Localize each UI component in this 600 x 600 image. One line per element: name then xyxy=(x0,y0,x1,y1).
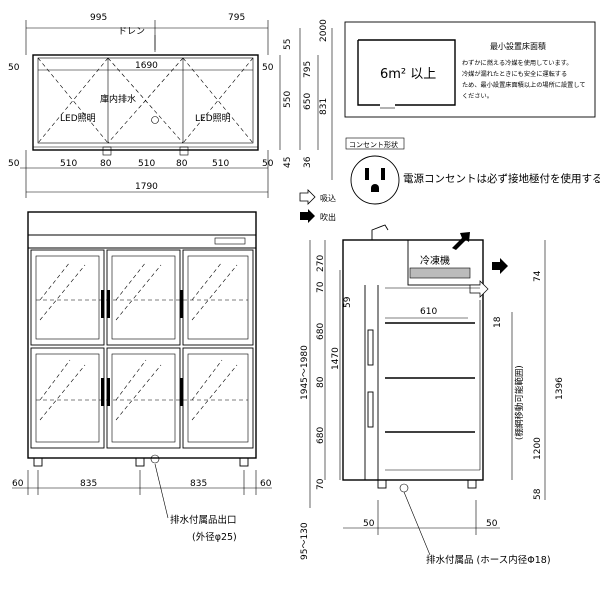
dim-650: 650 xyxy=(303,93,313,110)
dim-2000: 2000 xyxy=(319,19,329,42)
front-dim-60a: 60 xyxy=(12,479,24,489)
exhaust-top-arrow-icon xyxy=(452,232,470,250)
area-note-4: ください。 xyxy=(462,93,493,100)
shelf-range-label: (棚網移動可能範囲) xyxy=(514,365,525,440)
side-dim-74: 74 xyxy=(533,270,543,282)
side-dim-b-50b: 50 xyxy=(486,519,498,529)
side-dim-b-50a: 50 xyxy=(363,519,375,529)
intake-arrow-icon xyxy=(299,189,316,205)
side-dim-680b: 680 xyxy=(316,427,326,444)
legend-exhaust: 吹出 xyxy=(320,212,336,222)
side-dim-270: 270 xyxy=(316,255,326,272)
side-dim-height: 1945～1980 xyxy=(300,345,310,400)
outlet-notice: 電源コンセントは必ず接地極付を使用すること xyxy=(403,172,600,185)
outer-diameter-label: (外径φ25) xyxy=(192,531,237,543)
dim-b-510b: 510 xyxy=(138,159,155,169)
side-dim-18: 18 xyxy=(493,316,503,328)
top-view: 995 795 ドレン 1690 50 50 庫内排水 LED照明 LED照明 … xyxy=(8,13,333,198)
dim-b-80a: 80 xyxy=(100,159,112,169)
dim-b-510a: 510 xyxy=(60,159,77,169)
drain-outlet-label: 排水付属品出口 xyxy=(170,514,237,526)
area-note-1: わずかに燃える冷媒を使用しています。 xyxy=(462,59,572,67)
outlet-label: コンセント形状 xyxy=(349,140,398,149)
area-note-2: 冷媒が漏れたときにも安全に運転する xyxy=(462,70,567,78)
front-view: 60 835 835 60 排水付属品出口 (外径φ25) xyxy=(12,211,272,543)
dim-1690: 1690 xyxy=(135,61,158,71)
dim-b-510c: 510 xyxy=(212,159,229,169)
dim-45: 45 xyxy=(283,157,293,168)
intake-arrow-side-icon xyxy=(469,280,489,298)
dim-55: 55 xyxy=(283,39,293,50)
side-dim-70a: 70 xyxy=(316,281,326,293)
side-dim-680a: 680 xyxy=(316,323,326,340)
install-area-box: 6m² 以上 最小設置床面積 わずかに燃える冷媒を使用しています。 冷媒が漏れた… xyxy=(344,21,596,118)
dim-50-left: 50 xyxy=(8,63,20,73)
drain-accessory-label: 排水付属品 (ホース内径Φ18) xyxy=(426,554,551,566)
dim-795: 795 xyxy=(228,13,245,23)
legend: 吸込 吹出 xyxy=(299,189,336,223)
inner-drain-label: 庫内排水 xyxy=(100,93,136,105)
front-dim-835a: 835 xyxy=(80,479,97,489)
side-dim-610: 610 xyxy=(420,307,437,317)
front-dim-60b: 60 xyxy=(260,479,272,489)
dim-831: 831 xyxy=(319,98,329,115)
outlet-section: コンセント形状 電源コンセントは必ず接地極付を使用すること xyxy=(345,137,600,205)
side-dim-59: 59 xyxy=(343,296,353,308)
side-dim-95-130: 95～130 xyxy=(300,522,310,560)
legend-intake: 吸込 xyxy=(320,194,336,203)
area-note-3: ため、最小設置床面積以上の場所に設置して xyxy=(462,81,586,89)
front-dim-835b: 835 xyxy=(190,479,207,489)
dim-995: 995 xyxy=(90,13,107,23)
side-dim-1200: 1200 xyxy=(533,437,543,460)
side-dim-1470: 1470 xyxy=(331,347,341,370)
side-view: 冷凍機 270 70 680 1470 80 680 70 1945～19 xyxy=(300,224,565,566)
led-left-label: LED照明 xyxy=(60,113,96,124)
dim-50-right: 50 xyxy=(262,63,274,73)
drain-label: ドレン xyxy=(118,27,145,37)
side-dim-1396: 1396 xyxy=(555,377,565,400)
dim-795-v: 795 xyxy=(303,61,313,78)
dim-b-50b: 50 xyxy=(262,159,274,169)
side-dim-70b: 70 xyxy=(316,478,326,490)
dim-36: 36 xyxy=(303,156,313,168)
dim-1790: 1790 xyxy=(135,182,158,192)
side-dim-80: 80 xyxy=(316,376,326,388)
dim-b-80b: 80 xyxy=(176,159,188,169)
area-title: 最小設置床面積 xyxy=(490,41,546,51)
dim-550: 550 xyxy=(283,91,293,108)
exhaust-arrow-icon xyxy=(300,209,315,223)
side-dim-58: 58 xyxy=(533,488,543,500)
exhaust-right-arrow-icon xyxy=(492,258,508,274)
led-right-label: LED照明 xyxy=(195,113,231,124)
outlet-icon xyxy=(350,155,400,205)
refrigeration-unit-label: 冷凍機 xyxy=(420,254,450,267)
area-value: 6m² 以上 xyxy=(380,67,436,82)
dim-b-50a: 50 xyxy=(8,159,20,169)
